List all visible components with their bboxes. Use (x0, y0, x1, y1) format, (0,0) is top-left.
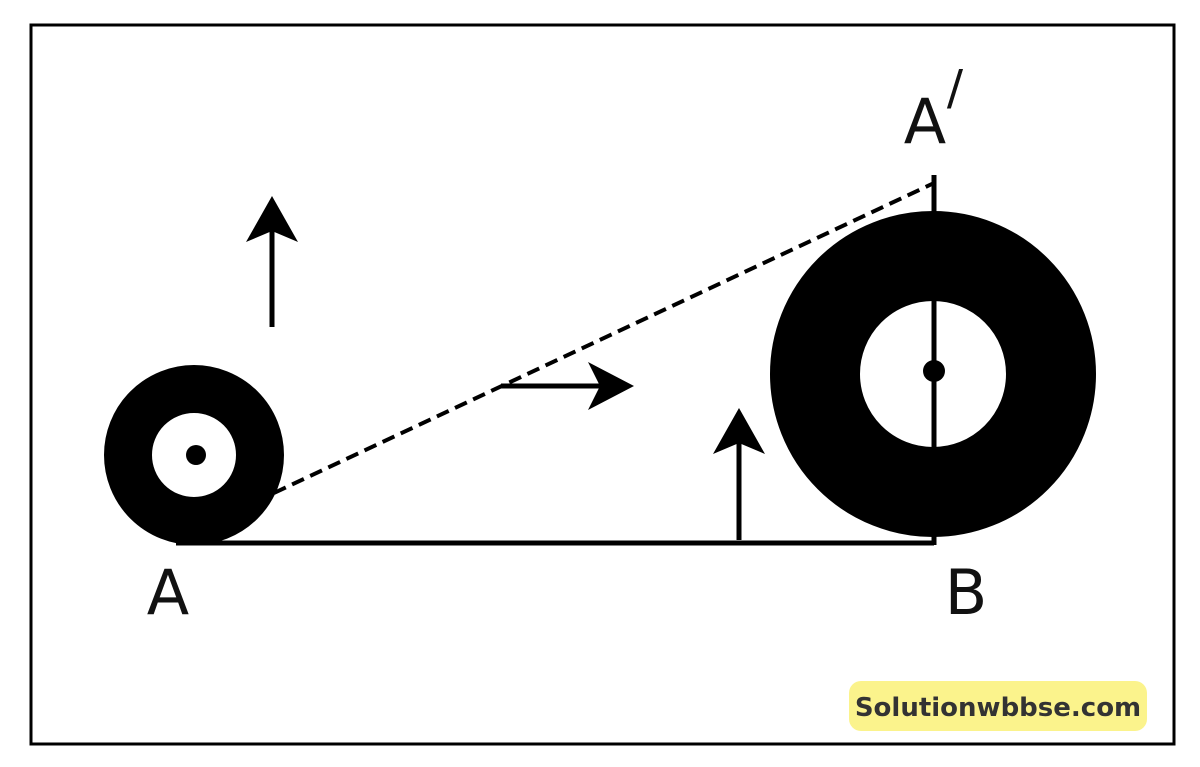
watermark-background (849, 681, 1147, 731)
arrow-up-right (713, 408, 765, 540)
large-object-center-dot (923, 360, 945, 382)
label-a: A (147, 556, 189, 629)
frame-border (29, 23, 1176, 746)
label-b: B (945, 556, 988, 629)
label-a-prime: A (904, 85, 946, 158)
watermark: Solutionwbbse.com (849, 681, 1147, 731)
arrow-up-left (246, 196, 298, 327)
watermark-text: Solutionwbbse.com (855, 693, 1141, 723)
small-object-at-a (104, 365, 284, 545)
large-object-at-b (770, 211, 1096, 537)
label-a-prime-mark: / (947, 60, 964, 116)
arrow-right (501, 362, 634, 410)
dashed-sight-line (273, 181, 935, 495)
small-object-center-dot (186, 445, 206, 465)
